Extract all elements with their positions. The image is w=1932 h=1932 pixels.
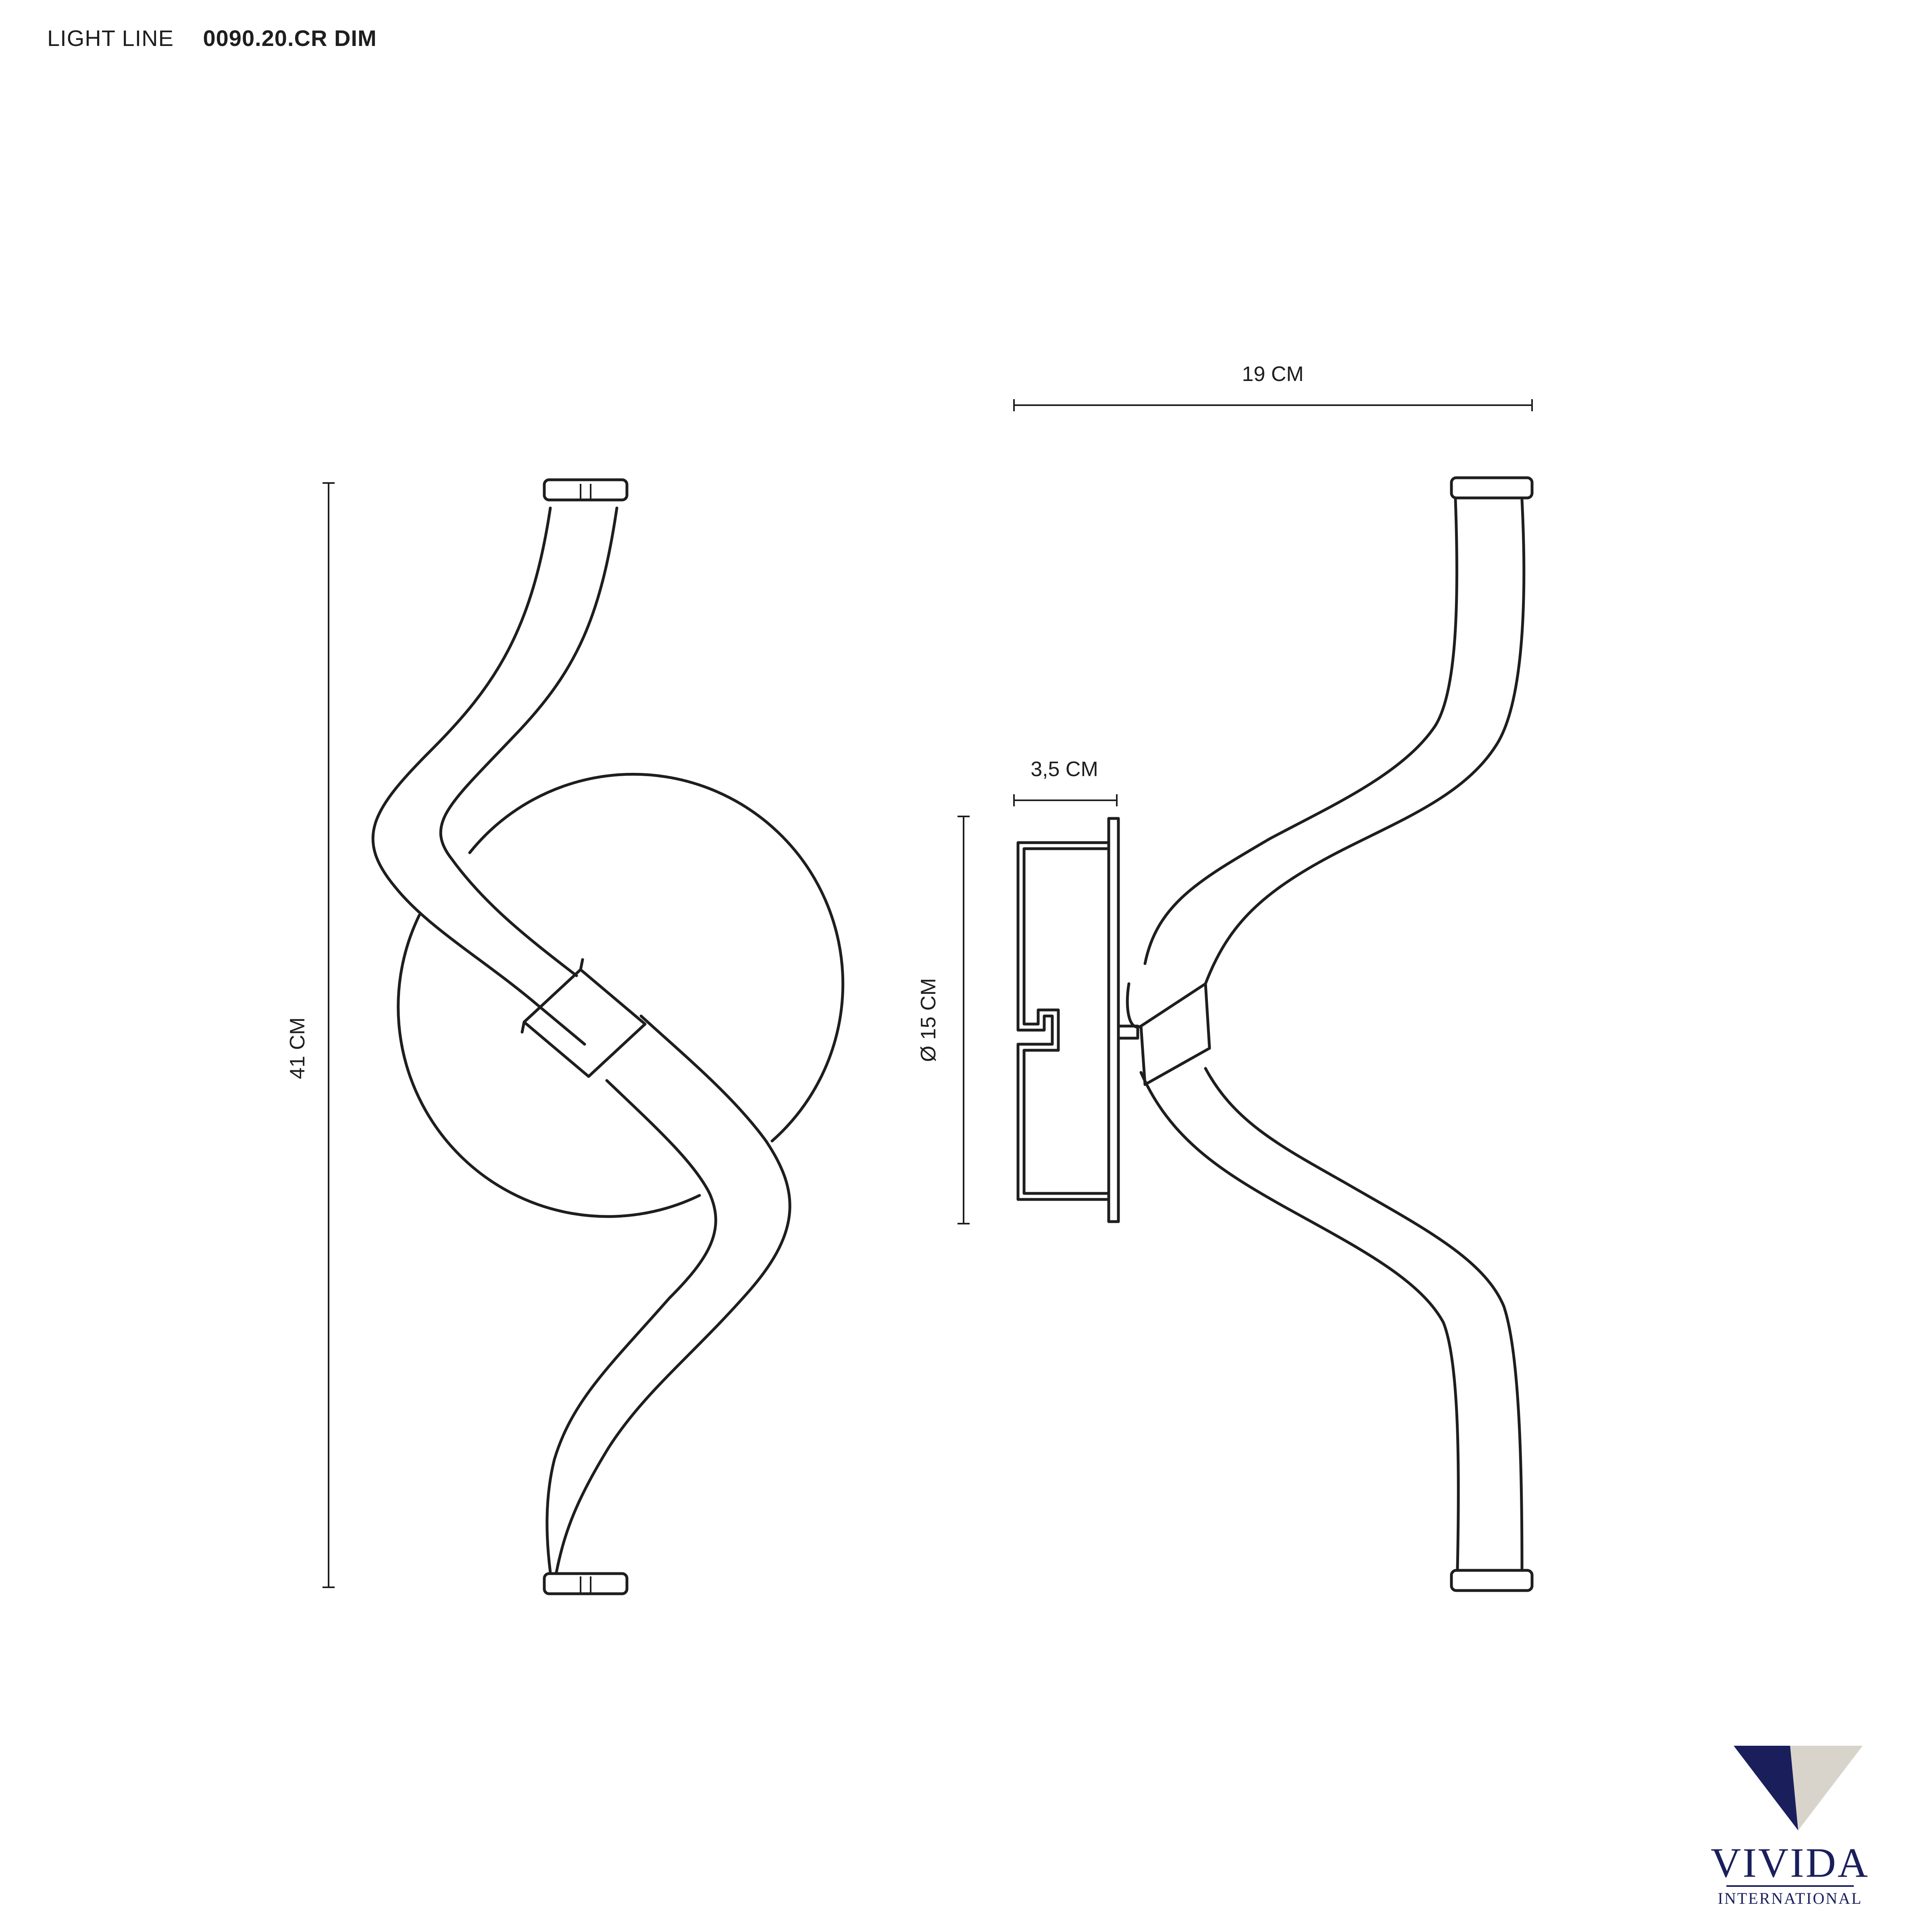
logo-beige-chevron — [1786, 1746, 1863, 1830]
diameter-label: Ø 15 CM — [917, 978, 940, 1062]
diameter-dimension: Ø 15 CM — [917, 816, 970, 1224]
height-dimension: 41 CM — [286, 482, 335, 1588]
depth-dimension: 3,5 CM — [1013, 758, 1118, 806]
height-label: 41 CM — [286, 1017, 309, 1079]
width-label: 19 CM — [1242, 362, 1303, 386]
wall-mount-profile — [1016, 817, 1139, 1223]
width-dimension: 19 CM — [1013, 362, 1533, 411]
front-view: 41 CM — [286, 478, 845, 1595]
logo-sub: INTERNATIONAL — [1718, 1889, 1863, 1907]
product-code: 0090.20.CR DIM — [203, 25, 377, 51]
product-family: LIGHT LINE — [47, 25, 174, 51]
side-tube — [1126, 476, 1534, 1592]
depth-label: 3,5 CM — [1031, 758, 1098, 781]
vivida-logo: VIVIDA INTERNATIONAL — [1711, 1746, 1870, 1907]
side-view: 19 CM 3,5 CM Ø 15 CM — [917, 362, 1534, 1592]
wall-disc — [397, 772, 845, 1218]
front-tube — [371, 478, 791, 1595]
logo-name: VIVIDA — [1711, 1840, 1870, 1886]
title-block: LIGHT LINE 0090.20.CR DIM — [47, 25, 377, 51]
